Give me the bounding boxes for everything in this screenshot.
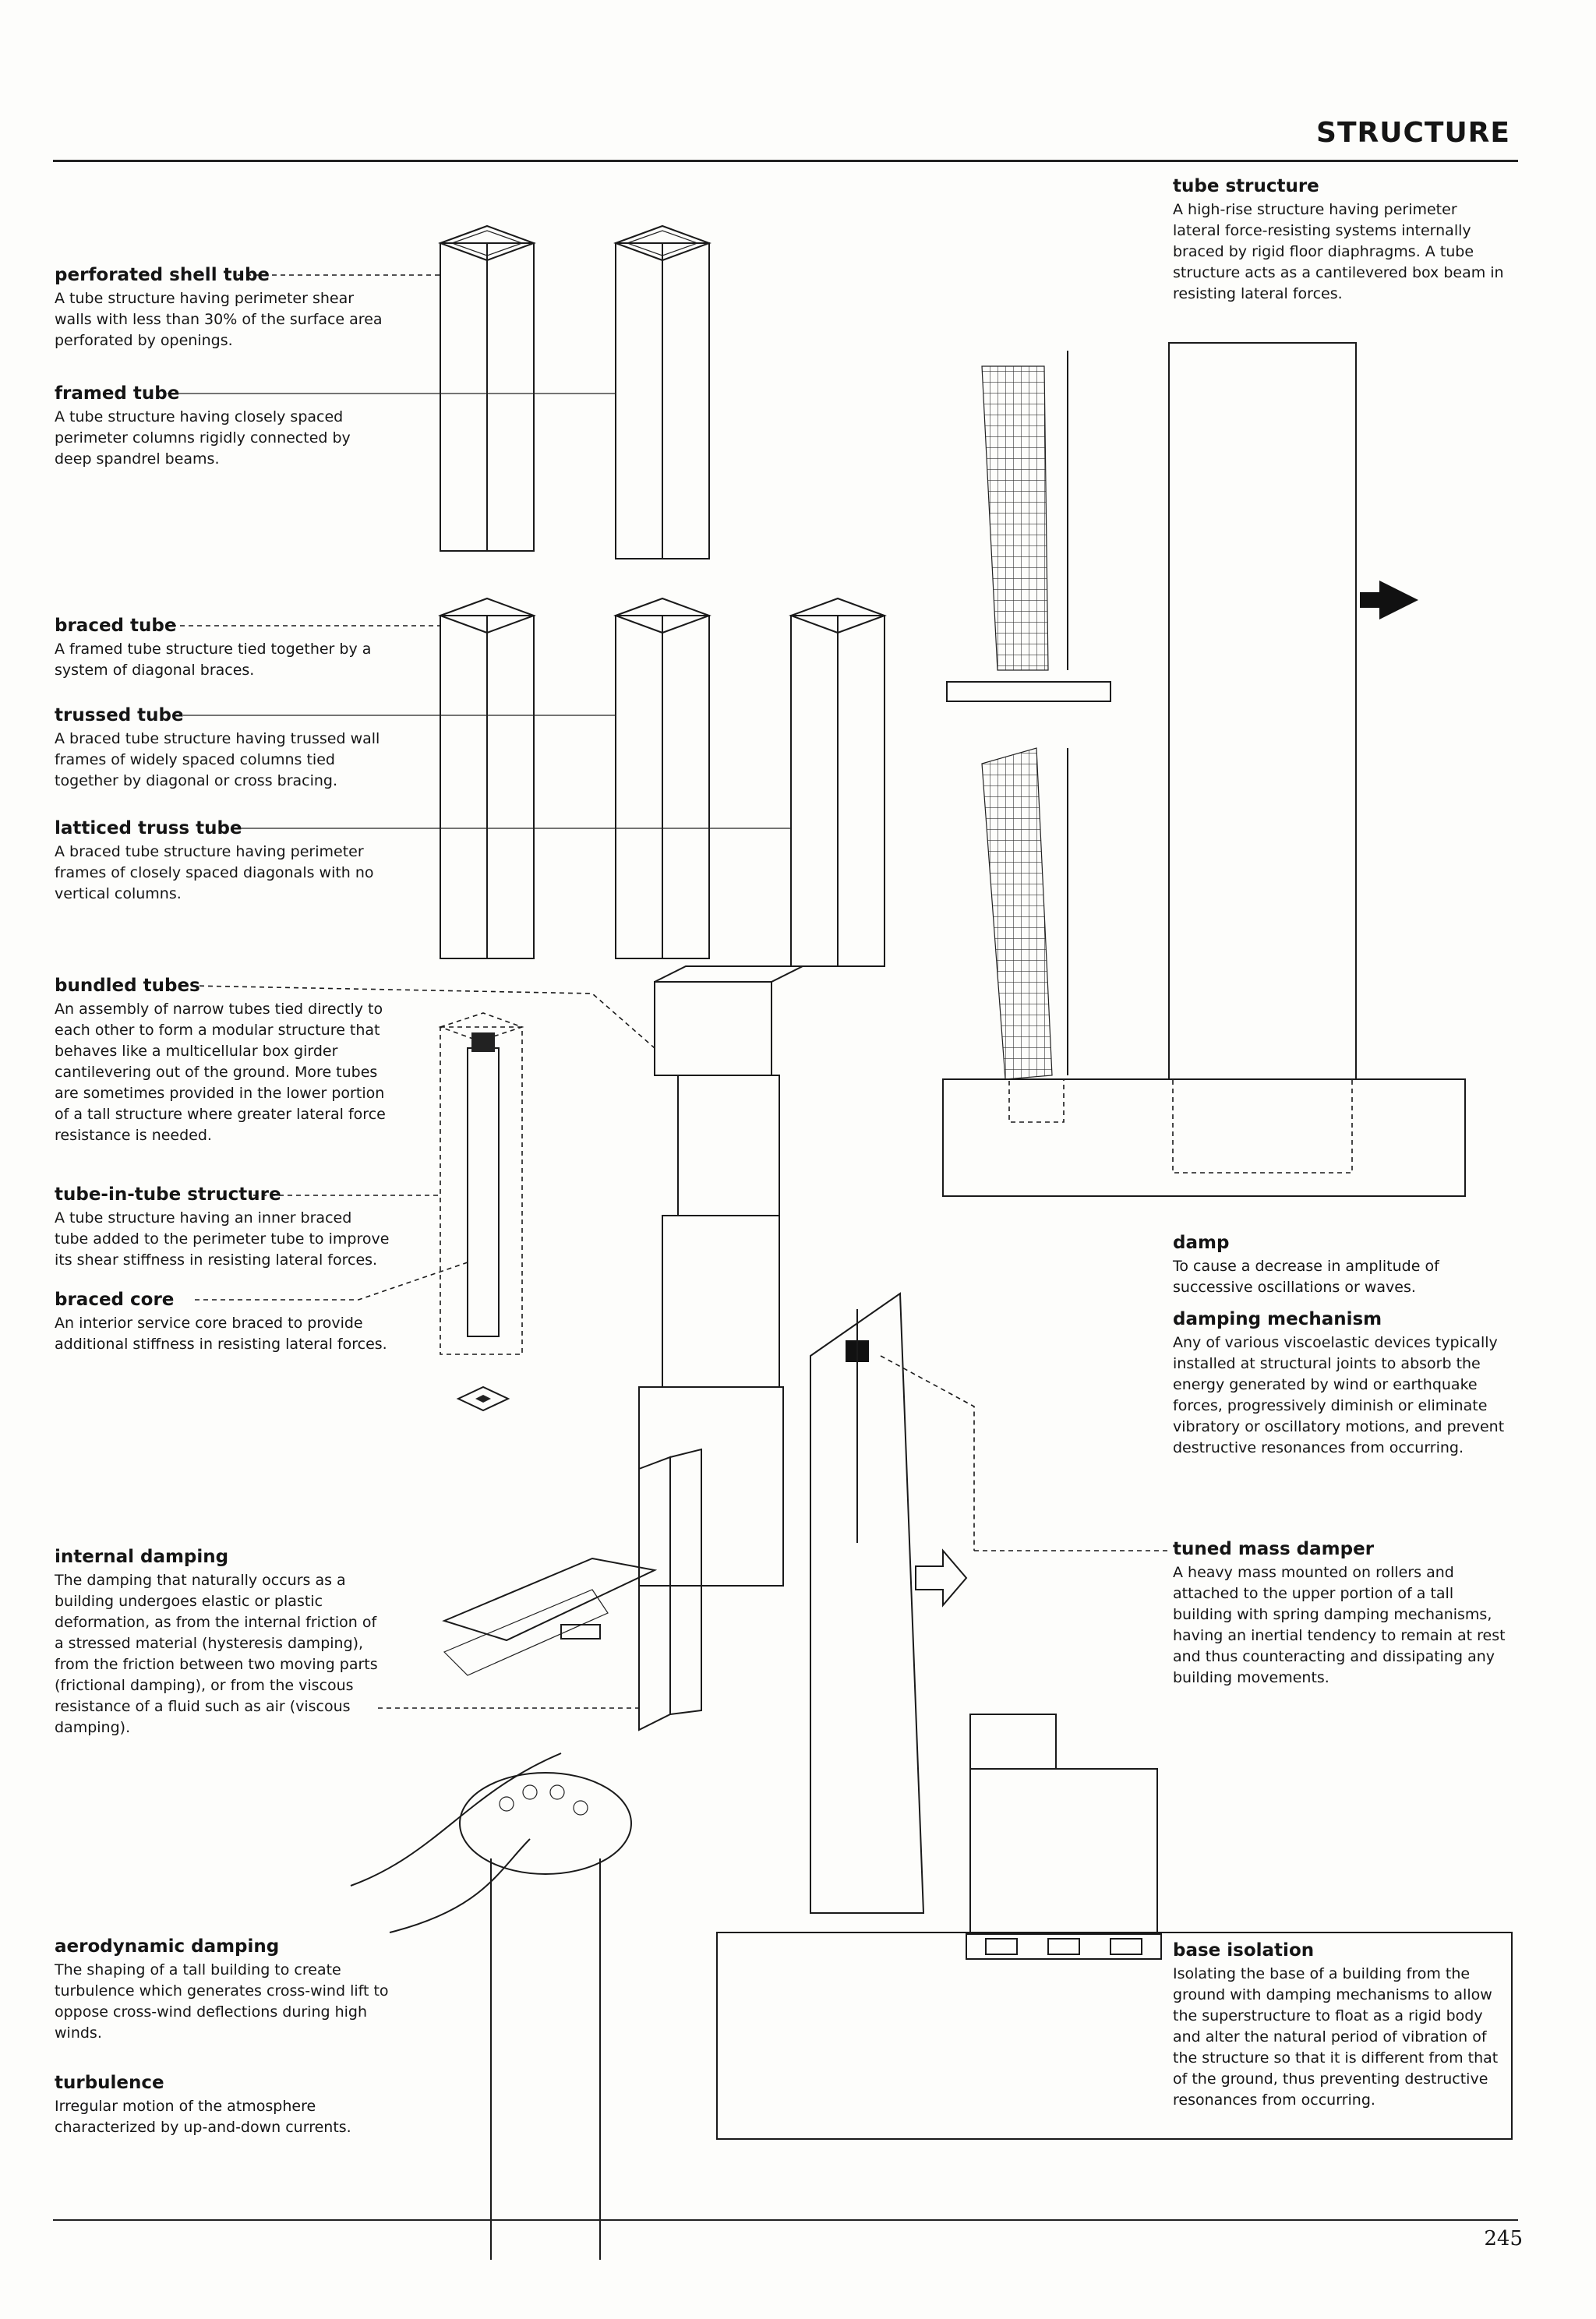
definition-perforated-shell-tube: A tube structure having perimeter shear … xyxy=(55,290,383,349)
tube-in-tube-drawing xyxy=(438,1012,524,1412)
term-latticed-truss-tube: latticed truss tube xyxy=(55,818,242,838)
definition-latticed-truss-tube: A braced tube structure having perimeter… xyxy=(55,843,374,902)
definition-framed-tube: A tube structure having closely spaced p… xyxy=(55,408,351,468)
leader-lines xyxy=(168,274,791,1709)
base-isolation-drawing xyxy=(716,1714,1513,2140)
definition-tuned-mass-damper: A heavy mass mounted on rollers and atta… xyxy=(1173,1564,1506,1686)
entry-base-isolation: base isolation Isolating the base of a b… xyxy=(1173,1940,1508,2111)
definition-damping-mechanism: Any of various viscoelastic devices typi… xyxy=(1173,1334,1505,1456)
definition-bundled-tubes: An assembly of narrow tubes tied directl… xyxy=(55,1001,386,1144)
entry-trussed-tube: trussed tube A braced tube structure hav… xyxy=(55,705,390,792)
definition-tube-structure: A high-rise structure having perimeter l… xyxy=(1173,201,1504,302)
section-title: STRUCTURE xyxy=(1316,117,1510,149)
entry-tube-in-tube-structure: tube-in-tube structure A tube structure … xyxy=(55,1184,390,1271)
term-framed-tube: framed tube xyxy=(55,383,180,404)
page-number: 245 xyxy=(1484,2227,1523,2250)
entry-framed-tube: framed tube A tube structure having clos… xyxy=(55,383,390,470)
definition-internal-damping: The damping that naturally occurs as a b… xyxy=(55,1572,378,1736)
framed-tube-drawing xyxy=(613,224,711,559)
entry-perforated-shell-tube: perforated shell tube A tube structure h… xyxy=(55,265,390,351)
term-internal-damping: internal damping xyxy=(55,1547,229,1567)
tuned-mass-damper-drawing xyxy=(810,1292,1169,1914)
entry-tube-structure: tube structure A high-rise structure hav… xyxy=(1173,176,1508,305)
header-rule xyxy=(53,160,1518,162)
term-tube-in-tube-structure: tube-in-tube structure xyxy=(55,1184,281,1205)
definition-braced-tube: A framed tube structure tied together by… xyxy=(55,641,372,679)
internal-damping-drawing xyxy=(442,1448,702,1731)
term-aerodynamic-damping: aerodynamic damping xyxy=(55,1936,280,1957)
term-trussed-tube: trussed tube xyxy=(55,705,184,725)
term-tube-structure: tube structure xyxy=(1173,176,1319,196)
term-bundled-tubes: bundled tubes xyxy=(55,976,200,996)
perforated-shell-tube-drawing xyxy=(438,224,536,552)
term-damp: damp xyxy=(1173,1233,1230,1253)
footer-rule xyxy=(53,2219,1518,2221)
entry-latticed-truss-tube: latticed truss tube A braced tube struct… xyxy=(55,818,390,905)
entry-damp: damp To cause a decrease in amplitude of… xyxy=(1173,1233,1508,1298)
definition-damp: To cause a decrease in amplitude of succ… xyxy=(1173,1258,1439,1296)
entry-tuned-mass-damper: tuned mass damper A heavy mass mounted o… xyxy=(1173,1539,1508,1689)
entry-turbulence: turbulence Irregular motion of the atmos… xyxy=(55,2073,390,2138)
definition-braced-core: An interior service core braced to provi… xyxy=(55,1315,387,1353)
entry-braced-core: braced core An interior service core bra… xyxy=(55,1290,390,1355)
entry-damping-mechanism: damping mechanism Any of various viscoel… xyxy=(1173,1309,1508,1459)
definition-tube-in-tube-structure: A tube structure having an inner braced … xyxy=(55,1209,390,1269)
trussed-tube-drawing xyxy=(613,597,711,959)
definition-aerodynamic-damping: The shaping of a tall building to create… xyxy=(55,1961,389,2042)
bundled-tubes-drawing xyxy=(638,965,803,1587)
term-braced-core: braced core xyxy=(55,1290,175,1310)
entry-aerodynamic-damping: aerodynamic damping The shaping of a tal… xyxy=(55,1936,390,2044)
entry-braced-tube: braced tube A framed tube structure tied… xyxy=(55,616,390,681)
tube-deflection-diagrams xyxy=(942,342,1466,1197)
aerodynamic-damping-drawing xyxy=(350,1752,632,2260)
term-turbulence: turbulence xyxy=(55,2073,164,2093)
latticed-truss-tube-drawing xyxy=(789,597,887,967)
entry-internal-damping: internal damping The damping that natura… xyxy=(55,1547,382,1738)
term-perforated-shell-tube: perforated shell tube xyxy=(55,265,270,285)
term-tuned-mass-damper: tuned mass damper xyxy=(1173,1539,1375,1559)
definition-base-isolation: Isolating the base of a building from th… xyxy=(1173,1965,1499,2109)
entry-bundled-tubes: bundled tubes An assembly of narrow tube… xyxy=(55,976,390,1146)
term-base-isolation: base isolation xyxy=(1173,1940,1315,1961)
term-damping-mechanism: damping mechanism xyxy=(1173,1309,1382,1329)
definition-trussed-tube: A braced tube structure having trussed w… xyxy=(55,730,380,789)
term-braced-tube: braced tube xyxy=(55,616,177,636)
definition-turbulence: Irregular motion of the atmosphere chara… xyxy=(55,2098,351,2136)
braced-tube-drawing xyxy=(438,597,536,959)
